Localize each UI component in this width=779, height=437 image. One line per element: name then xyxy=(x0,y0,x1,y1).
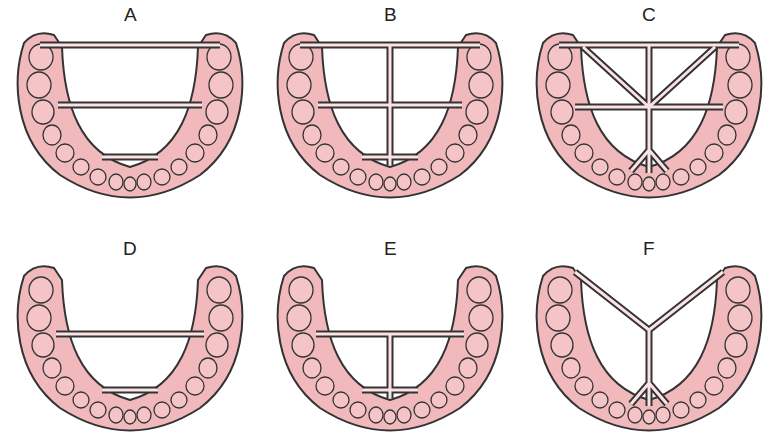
panel-letter: B xyxy=(384,5,397,24)
arch-b xyxy=(278,33,502,197)
arch-e xyxy=(278,266,502,430)
panel-letter: E xyxy=(384,239,397,258)
panel-letter: D xyxy=(123,239,137,258)
arch-d xyxy=(18,266,242,430)
arch-f xyxy=(537,266,761,430)
panel-letter: F xyxy=(643,239,655,258)
panel-letter: C xyxy=(642,5,656,24)
arch-c xyxy=(537,33,761,197)
arch-a xyxy=(18,33,242,197)
panel-letter: A xyxy=(124,5,137,24)
